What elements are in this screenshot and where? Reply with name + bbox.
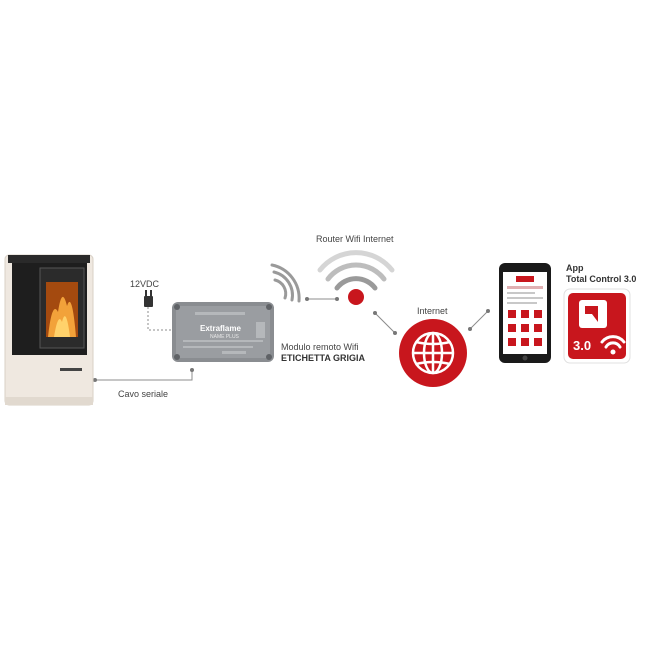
module-wifi-signal-icon — [270, 263, 301, 303]
wifi-module-device — [172, 302, 274, 362]
power-cable-line — [147, 307, 172, 331]
connection-lines — [95, 298, 489, 381]
app-version-label: 3.0 — [573, 338, 592, 353]
smartphone-image — [499, 263, 551, 363]
module-label-line1: Modulo remoto Wifi — [281, 342, 359, 352]
internet-label: Internet — [417, 306, 448, 316]
router-label: Router Wifi Internet — [316, 234, 394, 244]
internet-phone-line — [469, 310, 489, 330]
module-brand-label: Extraflame — [200, 324, 241, 333]
serial-cable-line — [95, 370, 193, 381]
app-icon — [563, 288, 631, 364]
voltage-label: 12VDC — [130, 279, 160, 289]
app-label-line2: Total Control 3.0 — [566, 274, 637, 284]
internet-globe-icon — [399, 319, 467, 387]
module-label-line2: ETICHETTA GRIGIA — [281, 353, 365, 363]
module-model-label: NAME PLUS — [210, 334, 239, 340]
power-plug-icon — [144, 290, 153, 307]
router-internet-line — [374, 312, 396, 334]
serial-cable-label: Cavo seriale — [118, 389, 169, 399]
connection-dots — [93, 297, 490, 382]
router-wifi-icon — [317, 250, 395, 305]
pellet-stove-image — [4, 254, 94, 406]
app-label-line1: App — [566, 263, 584, 273]
